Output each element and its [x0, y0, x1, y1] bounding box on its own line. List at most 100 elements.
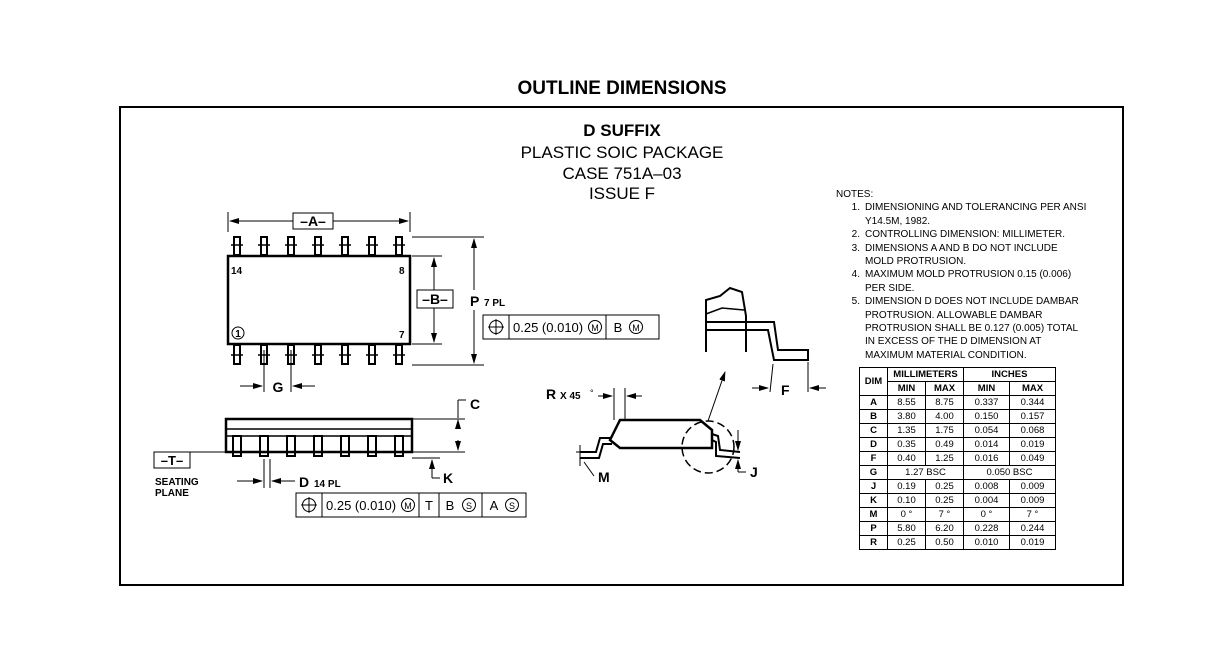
note-number: 3. — [851, 242, 860, 254]
table-cell-mm-min: 0.19 — [887, 479, 926, 494]
datum-t — [153, 451, 226, 469]
table-cell-dim: F — [859, 451, 888, 466]
note-line: DIMENSIONING AND TOLERANCING PER ANSI — [865, 202, 1087, 214]
note-line: MOLD PROTRUSION. — [865, 256, 967, 268]
bottom-leads — [231, 344, 405, 365]
p-note: 7 PL — [484, 298, 505, 309]
package-name: PLASTIC SOIC PACKAGE — [520, 143, 724, 162]
d-frame-datum-t: T — [425, 498, 433, 513]
note-line: IN EXCESS OF THE D DIMENSION AT — [865, 336, 1042, 348]
table-cell-in-max: 0.344 — [1009, 395, 1056, 410]
pin-1-label: 1 — [235, 329, 241, 340]
table-cell-in-min: 0.228 — [963, 521, 1010, 536]
table-cell-mm-min: 0.40 — [887, 451, 926, 466]
d-frame-datum-a: A — [490, 498, 499, 513]
d-frame-datum-b-mod: S — [466, 501, 472, 511]
table-cell-in-min: 0.010 — [963, 535, 1010, 550]
header-mm-max: MAX — [925, 381, 964, 396]
seating-label-2: PLANE — [155, 488, 189, 499]
lead-top — [368, 236, 376, 256]
note-number: 2. — [851, 229, 860, 241]
table-cell-mm-max: 0.25 — [925, 493, 964, 508]
note-line: CONTROLLING DIMENSION: MILLIMETER. — [865, 229, 1066, 241]
notes-block: NOTES: 1.DIMENSIONING AND TOLERANCING PE… — [836, 188, 1096, 362]
note-number: 4. — [851, 269, 860, 281]
table-cell-in-min: 0.054 — [963, 423, 1010, 438]
table-cell-dim: J — [859, 479, 888, 494]
table-cell-dim: K — [859, 493, 888, 508]
header-mm-min: MIN — [887, 381, 926, 396]
header-inches: INCHES — [963, 367, 1056, 382]
table-cell-mm-max: 8.75 — [925, 395, 964, 410]
p-frame-mod: M — [591, 323, 599, 333]
f-label: F — [781, 382, 790, 398]
d-tolerance-frame — [295, 492, 527, 518]
d-frame-datum-a-mod: S — [509, 501, 515, 511]
table-cell-mm-max: 6.20 — [925, 521, 964, 536]
p-tolerance-frame — [482, 314, 660, 340]
table-cell-mm-max: 1.75 — [925, 423, 964, 438]
dim-d — [237, 459, 295, 488]
table-cell-in-min: 0.337 — [963, 395, 1010, 410]
p-letter: P — [470, 293, 479, 309]
d-frame-datum-b: B — [446, 498, 455, 513]
header-dim: DIM — [859, 367, 888, 396]
table-cell-mm-max: 0.49 — [925, 437, 964, 452]
note-line: MAXIMUM MOLD PROTRUSION 0.15 (0.006) — [865, 269, 1072, 281]
dim-r-m-j — [576, 371, 746, 477]
lead-side — [367, 435, 377, 457]
table-cell-mm-max: 0.50 — [925, 535, 964, 550]
dim-a — [227, 212, 411, 232]
top-leads — [231, 236, 405, 256]
lead-side — [313, 435, 323, 457]
detail-view — [705, 286, 809, 361]
table-cell-dim: M — [859, 507, 888, 522]
seating-label-1: SEATING — [155, 477, 199, 488]
dim-f — [752, 362, 826, 393]
note-text: MAXIMUM MOLD PROTRUSION 0.15 (0.006)PER … — [865, 268, 1071, 295]
case-number: CASE 751A–03 — [562, 164, 682, 183]
table-cell-in-min: 0.008 — [963, 479, 1010, 494]
d-letter: D — [299, 474, 309, 490]
side-view — [224, 417, 414, 457]
lead-top — [287, 236, 295, 256]
lead-top — [260, 236, 268, 256]
table-cell-in-bsc: 0.050 BSC — [963, 465, 1056, 480]
note-text: CONTROLLING DIMENSION: MILLIMETER. — [865, 228, 1065, 241]
dim-g — [240, 350, 315, 392]
table-cell-dim: C — [859, 423, 888, 438]
lead-side — [232, 435, 242, 457]
g-label: G — [273, 379, 284, 395]
pin-7-label: 7 — [399, 330, 405, 341]
m-label: M — [598, 469, 610, 485]
top-view — [226, 236, 412, 365]
table-cell-mm-min: 3.80 — [887, 409, 926, 424]
p-frame-datum-mod: M — [632, 323, 640, 333]
note-line: DIMENSION D DOES NOT INCLUDE DAMBAR — [865, 296, 1079, 308]
note-line: PROTRUSION. ALLOWABLE DAMBAR — [865, 309, 1043, 321]
d-frame-value: 0.25 (0.010) — [326, 498, 396, 513]
lead-side — [286, 435, 296, 457]
table-cell-mm-min: 5.80 — [887, 521, 926, 536]
package-body-top — [226, 254, 412, 346]
table-cell-dim: R — [859, 535, 888, 550]
r-letter: R — [546, 386, 556, 402]
datum-b-label: –B– — [422, 291, 448, 307]
table-cell-dim: G — [859, 465, 888, 480]
note-item: 4. MAXIMUM MOLD PROTRUSION 0.15 (0.006)PE… — [836, 268, 1096, 295]
lead-side — [394, 435, 404, 457]
table-cell-dim: B — [859, 409, 888, 424]
table-cell-in-max: 0.068 — [1009, 423, 1056, 438]
table-cell-in-max: 0.019 — [1009, 437, 1056, 452]
r-degree: ° — [590, 388, 594, 398]
